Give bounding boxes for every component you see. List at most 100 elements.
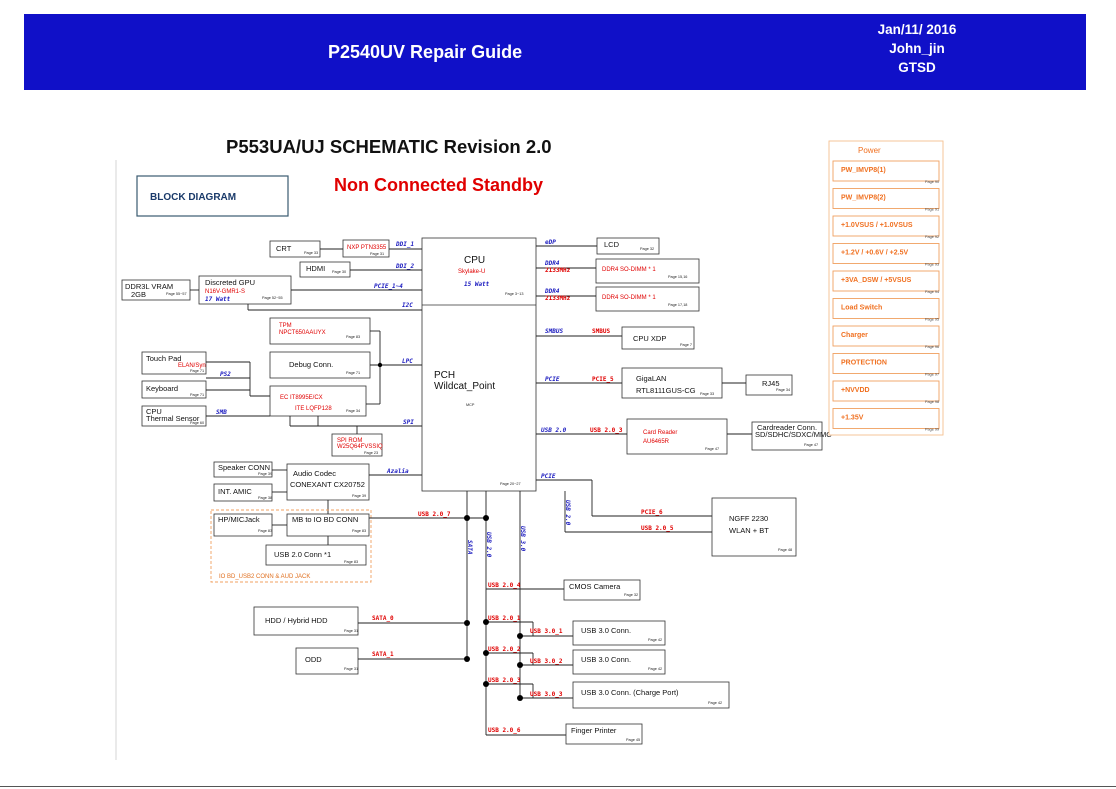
bus-usb30-2: USB 3.0_2: [530, 658, 563, 665]
touchpad-label: Touch Pad: [146, 354, 181, 363]
power-item-label: Charger: [841, 332, 868, 339]
gigalan-label: GigaLAN: [636, 374, 666, 383]
cpuxdp-page: Page 7: [680, 343, 692, 347]
keyboard-page: Page 71: [190, 393, 204, 397]
debug-label: Debug Conn.: [289, 360, 333, 369]
mbio-page: Page 83: [352, 529, 366, 533]
finger-label: Finger Printer: [571, 726, 617, 735]
bus-sata1: SATA_1: [372, 651, 394, 658]
power-item-page: Page 92: [925, 235, 939, 239]
header-meta: Jan/11/ 2016 John_jin GTSD: [844, 20, 990, 77]
cmos-page: Page 32: [624, 593, 638, 597]
mbio-label: MB to IO BD CONN: [292, 515, 358, 524]
dimm1-page: Page 15,16: [668, 275, 687, 279]
power-item-page: Page 91: [925, 208, 939, 212]
intamic-label: INT. AMIC: [218, 487, 252, 496]
gpu-label: Discreted GPU: [205, 278, 255, 287]
power-item-page: Page 90: [925, 180, 939, 184]
power-item-page: Page 95: [925, 318, 939, 322]
cardconn-label: Cardreader Conn.: [757, 423, 817, 432]
thermal-label: CPU: [146, 407, 162, 416]
header-dept: GTSD: [898, 60, 936, 75]
iobd-label: IO BD_USB2 CONN & AUD JACK: [219, 574, 310, 580]
ngff-sub: WLAN + BT: [729, 526, 769, 535]
spirom-label: SPI ROM: [337, 438, 362, 444]
power-item-box: [832, 325, 940, 347]
speaker-label: Speaker CONN: [218, 463, 270, 472]
bus-usb-card-port: USB 2.0_3: [590, 427, 623, 434]
bus-ddr4b-speed: 2133MHz: [545, 295, 571, 302]
gigalan-sub: RTL8111GUS-CG: [636, 386, 696, 395]
cpu-label: CPU: [464, 255, 485, 266]
bus-usb30-1: USB 3.0_1: [530, 628, 563, 635]
ddr3l-sub: 2GB: [131, 290, 146, 299]
bus-usb30-3: USB 3.0_3: [530, 691, 563, 698]
debug-block: [269, 351, 371, 379]
usb2conn-label: USB 2.0 Conn *1: [274, 550, 331, 559]
dimm2-page: Page 17,18: [668, 303, 687, 307]
hdd-label: HDD / Hybrid HDD: [265, 616, 328, 625]
codec-label: Audio Codec: [293, 469, 336, 478]
ddr3l-label: DDR3L VRAM: [125, 282, 173, 291]
ngff-page: Page 48: [778, 548, 792, 552]
codec-page: Page 39: [352, 494, 366, 498]
touchpad-sub: ELAN/Syn: [178, 363, 206, 369]
dimm1-block: [595, 258, 700, 284]
bus-usb20-3: USB 2.0_3: [488, 677, 521, 684]
finger-page: Page 45: [626, 738, 640, 742]
bus-usb-card: USB 2.0: [541, 427, 567, 434]
lcd-page: Page 32: [640, 247, 654, 251]
pch-sub: Wildcat_Point: [434, 381, 495, 392]
hdd-block: [253, 606, 359, 636]
speaker-block: [213, 461, 273, 478]
bus-edp: eDP: [545, 239, 556, 246]
codec-sub: CONEXANT CX20752: [290, 480, 365, 489]
bus-usb-io: USB 2.0_7: [418, 511, 451, 518]
block-diagram-label-box: [136, 175, 289, 217]
power-item-box: [832, 160, 940, 182]
bus-pcie-ngff: PCIE: [541, 473, 556, 480]
power-item-page: Page 97: [925, 373, 939, 377]
power-item-label: +NVVDD: [841, 387, 870, 394]
bus-smbus: SMBUS: [545, 328, 563, 335]
power-item-box: [832, 188, 940, 209]
pch-sub2: MCP: [466, 403, 475, 407]
power-item-page: Page 94: [925, 290, 939, 294]
cardreader-block: [626, 418, 728, 455]
usb3a-page: Page 42: [648, 638, 662, 642]
rj45-label: RJ45: [762, 379, 780, 388]
power-item-box: [832, 215, 940, 237]
rj45-page: Page 34: [776, 388, 790, 392]
schematic-mode: Non Connected Standby: [334, 175, 544, 195]
usb3c-page: Page 42: [708, 701, 722, 705]
power-item-label: +1.2V / +0.6V / +2.5V: [841, 250, 908, 257]
bus-ddr4a: DDR4: [544, 260, 560, 267]
ec-label: EC IT8995E/CX: [280, 395, 323, 401]
rj45-block: [745, 374, 793, 396]
bus-ps2: PS2: [220, 371, 231, 378]
power-item-box: [832, 270, 940, 292]
usb3a-block: [572, 620, 666, 646]
tpm-page: Page 83: [346, 335, 360, 339]
power-title: Power: [858, 146, 881, 155]
cpu-watt: 15 Watt: [464, 281, 490, 288]
spirom-page: Page 23: [364, 451, 378, 455]
usb2conn-block: [265, 544, 367, 566]
cardconn-page: Page 47: [804, 443, 818, 447]
hdmi-label: HDMI: [306, 264, 325, 273]
hdd-page: Page 31: [344, 629, 358, 633]
usb3c-label: USB 3.0 Conn. (Charge Port): [581, 688, 679, 697]
bus-spi: SPI: [403, 419, 414, 426]
page-title: P2540UV Repair Guide: [328, 42, 523, 62]
ec-page: Page 34: [346, 409, 360, 413]
power-item-page: Page 98: [925, 400, 939, 404]
header-date: Jan/11/ 2016: [877, 22, 957, 37]
cpuxdp-label: CPU XDP: [633, 334, 666, 343]
power-item-page: Page 99: [925, 428, 939, 432]
hpmic-label: HP/MICJack: [218, 515, 260, 524]
bus-usb-cam: USB 2.0_4: [488, 582, 521, 589]
hpmic-page: Page 83: [258, 529, 272, 533]
tpm-block: [269, 317, 371, 345]
bus-sata-v: SATA: [466, 540, 473, 555]
